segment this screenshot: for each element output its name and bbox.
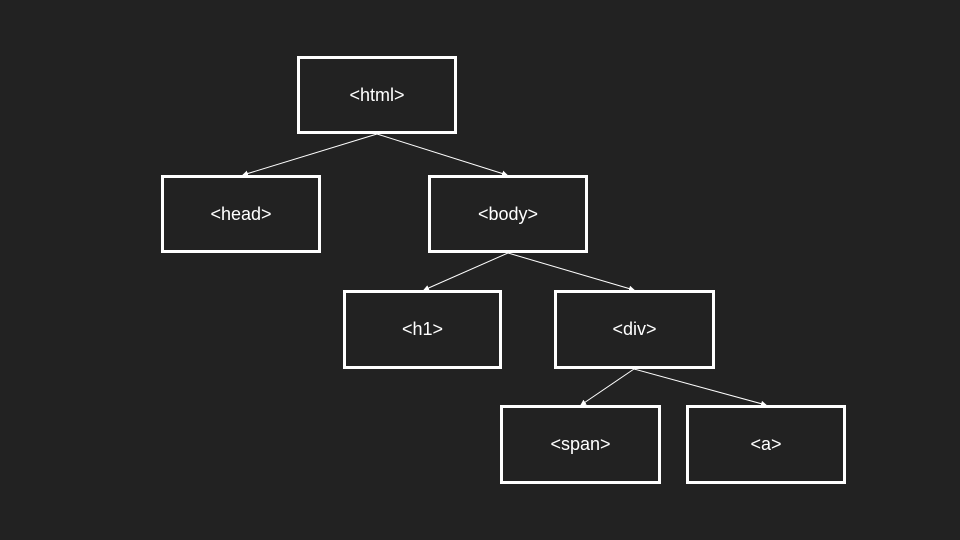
node-head-label: <head> — [210, 203, 272, 224]
node-div: <div> — [554, 290, 715, 369]
edge-body-h1 — [423, 252, 509, 291]
edge-body-div — [507, 252, 635, 292]
node-html: <html> — [297, 56, 457, 134]
edge-div-a — [633, 368, 767, 407]
edge-html-head — [242, 133, 378, 177]
node-h1-label: <h1> — [401, 319, 444, 339]
node-head: <head> — [161, 175, 321, 253]
edge-html-body — [376, 133, 508, 177]
node-a-label: <a> — [750, 434, 782, 454]
node-html-label: <html> — [349, 84, 405, 105]
node-div-label: <div> — [612, 319, 657, 339]
node-span: <span> — [500, 405, 661, 484]
node-span-label: <span> — [550, 434, 611, 454]
node-body: <body> — [428, 175, 588, 253]
node-h1: <h1> — [343, 290, 502, 369]
edge-div-span — [580, 368, 635, 406]
node-body-label: <body> — [477, 203, 539, 224]
node-a: <a> — [686, 405, 846, 484]
